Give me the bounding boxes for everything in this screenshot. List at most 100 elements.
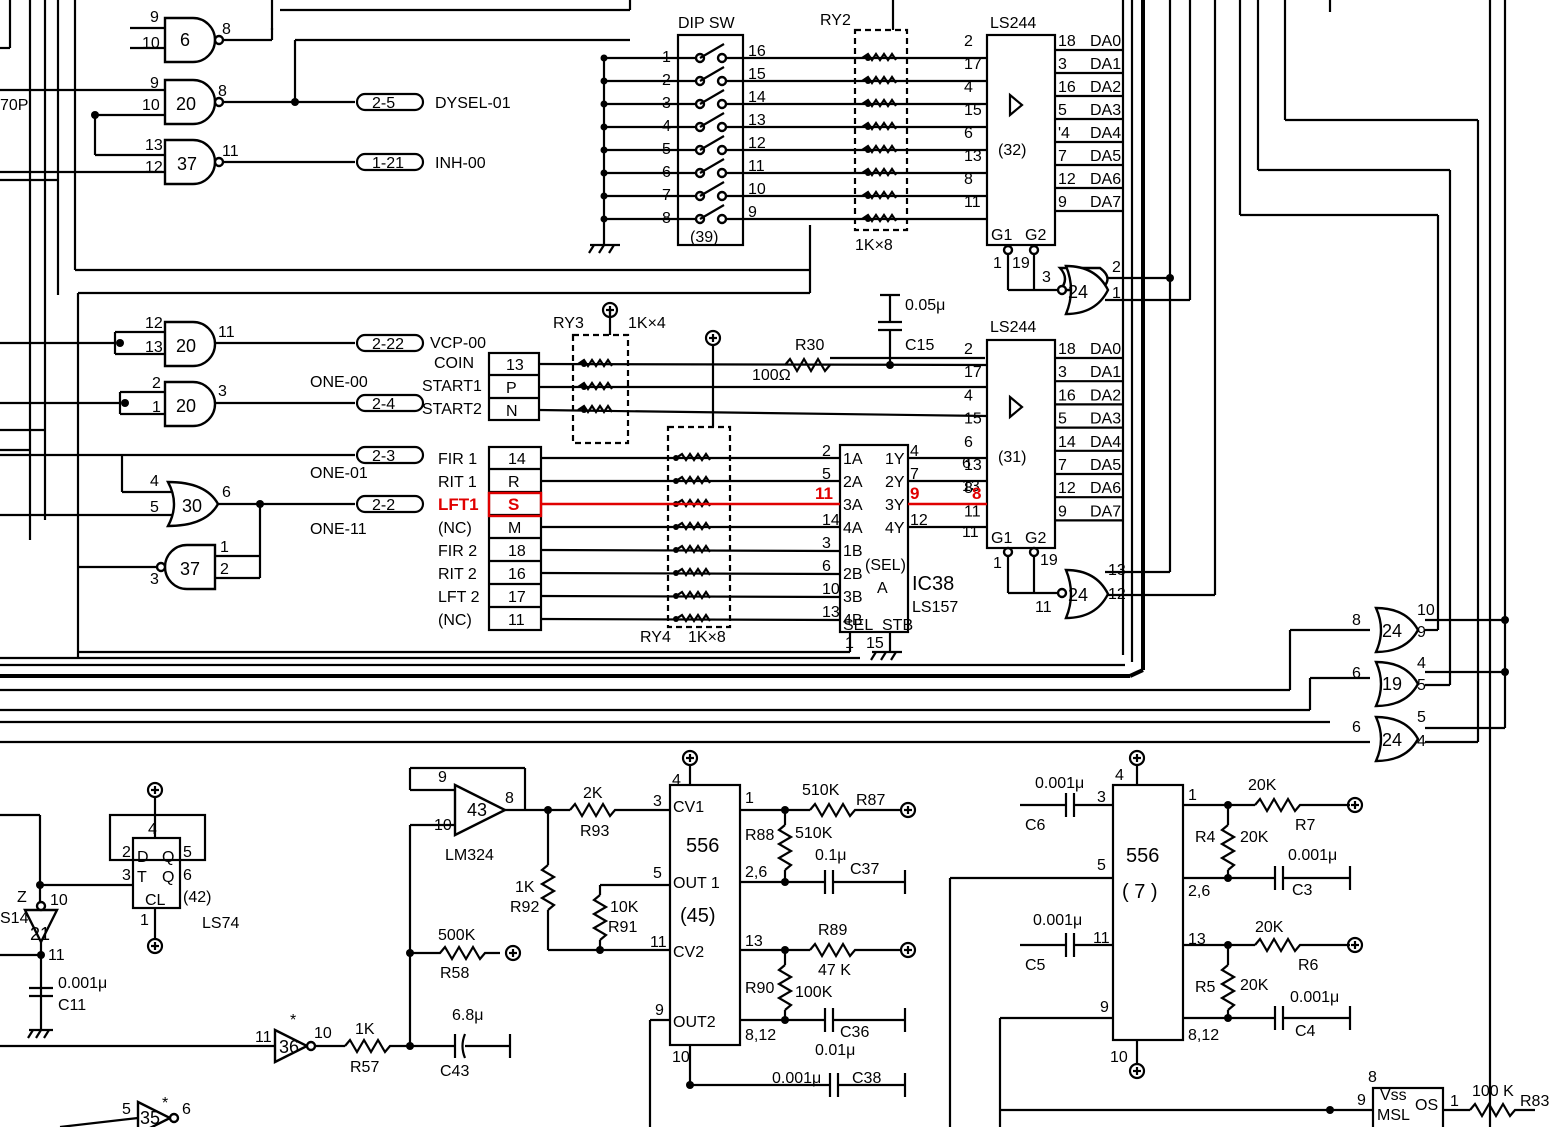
svg-text:9: 9 — [150, 75, 159, 92]
ls244-in-pin: 11 — [964, 503, 981, 520]
svg-text:G1: G1 — [991, 227, 1012, 244]
svg-text:R57: R57 — [350, 1059, 379, 1076]
svg-text:0.001μ: 0.001μ — [772, 1070, 821, 1087]
resistor-array-ry4: RY4 1K×8 — [640, 329, 732, 646]
svg-text:4: 4 — [1115, 767, 1124, 784]
svg-text:OUT 1: OUT 1 — [673, 875, 720, 892]
svg-text:C38: C38 — [852, 1070, 881, 1087]
dip-pin-left: 5 — [662, 141, 671, 158]
input-pin: R — [508, 474, 520, 491]
svg-text:100K: 100K — [795, 984, 833, 1001]
svg-text:20K: 20K — [1240, 829, 1269, 846]
gate-24-a: 24 2 1 3 — [1042, 259, 1121, 316]
inverter-36: 36 11 10 * — [0, 1012, 345, 1064]
svg-text:15: 15 — [866, 635, 884, 652]
ls244-bus-pin: 13 — [962, 478, 980, 495]
ls157-label: 4B — [843, 612, 863, 629]
svg-text:R58: R58 — [440, 965, 469, 982]
svg-text:(31): (31) — [998, 449, 1026, 466]
svg-text:13: 13 — [745, 933, 763, 950]
ls244-data-label: DA3 — [1090, 411, 1121, 428]
svg-text:*: * — [162, 1095, 168, 1112]
svg-text:47 K: 47 K — [818, 962, 851, 979]
input-pin: P — [506, 380, 517, 397]
timer-556-7: 556 ( 7 ) 4 3 5 11 9 10 1 2,6 13 8,12 0.… — [948, 749, 1219, 1127]
connector-inh: 1-21 INH-00 — [355, 152, 486, 172]
svg-text:0.001μ: 0.001μ — [1035, 775, 1084, 792]
svg-text:1: 1 — [993, 555, 1002, 572]
svg-text:1K×4: 1K×4 — [628, 315, 666, 332]
svg-text:0.1μ: 0.1μ — [815, 847, 846, 864]
svg-text:9: 9 — [150, 9, 159, 26]
ry4-resistor — [675, 475, 711, 485]
svg-text:LS244: LS244 — [990, 15, 1036, 32]
resistor-r93: 2K R93 — [569, 785, 670, 840]
svg-text:2-3: 2-3 — [372, 448, 395, 465]
svg-text:R5: R5 — [1195, 979, 1216, 996]
svg-text:OUT2: OUT2 — [673, 1014, 716, 1031]
ls157-pin: 6 — [822, 558, 831, 575]
svg-text:9: 9 — [910, 484, 919, 503]
ls244-data-label: DA6 — [1090, 480, 1121, 497]
ls157-label: 2A — [843, 474, 863, 491]
ls244-data-label: DA2 — [1090, 79, 1121, 96]
svg-text:C5: C5 — [1025, 957, 1046, 974]
gate-24-d: 24 5 4 6 — [1352, 709, 1426, 763]
ry4-resistor — [675, 567, 711, 577]
ls157-label: 2B — [843, 566, 863, 583]
svg-text:37: 37 — [177, 154, 197, 174]
input-trace — [540, 571, 841, 576]
ls244-data-label: DA4 — [1090, 434, 1121, 451]
ls244-in-pin: 13 — [964, 148, 982, 165]
svg-text:37: 37 — [180, 559, 200, 579]
svg-text:4: 4 — [672, 772, 681, 789]
svg-text:(39): (39) — [690, 229, 718, 246]
ls244-out-pin: 7 — [1058, 457, 1067, 474]
svg-text:2: 2 — [220, 561, 229, 578]
dip-pin-right: 10 — [748, 181, 766, 198]
resistor-r58: 500K R58 — [410, 927, 522, 982]
svg-text:2,6: 2,6 — [1188, 883, 1210, 900]
ls244-out-pin: 14 — [1058, 434, 1076, 451]
svg-text:20: 20 — [176, 336, 196, 356]
svg-text:IC38: IC38 — [912, 573, 954, 595]
svg-text:8: 8 — [218, 83, 227, 100]
ls157-pin: 2 — [822, 443, 831, 460]
ls244-out-pin: 16 — [1058, 387, 1076, 404]
svg-text:8: 8 — [222, 21, 231, 38]
svg-text:1K×8: 1K×8 — [855, 237, 893, 254]
svg-text:500K: 500K — [438, 927, 476, 944]
dip-contact — [716, 121, 728, 133]
svg-text:2: 2 — [152, 375, 161, 392]
svg-text:R30: R30 — [795, 337, 824, 354]
svg-text:2: 2 — [122, 844, 131, 861]
svg-text:8: 8 — [505, 790, 514, 807]
connector-vcp: 2-22 VCP-00 — [355, 333, 486, 353]
svg-text:(45): (45) — [680, 905, 716, 927]
svg-text:3: 3 — [218, 383, 227, 400]
svg-text:10: 10 — [142, 35, 160, 52]
input-label: RIT 1 — [438, 474, 477, 491]
svg-text:T: T — [137, 869, 147, 886]
svg-text:10: 10 — [50, 892, 68, 909]
right-traces — [0, 0, 1509, 1127]
ls244-out-pin: 5 — [1058, 102, 1067, 119]
dip-pin-left: 6 — [662, 164, 671, 181]
input-pin: 18 — [508, 543, 526, 560]
svg-text:11: 11 — [1093, 930, 1110, 947]
svg-text:CV1: CV1 — [673, 799, 704, 816]
input-pin: 16 — [508, 566, 526, 583]
ls157-pin: 3 — [822, 535, 831, 552]
ls74: 2 D 3 T Q Q 5 6 4 CL 1 (42) LS74 — [40, 781, 239, 955]
svg-text:STB: STB — [882, 617, 913, 634]
svg-text:SEL: SEL — [843, 617, 873, 634]
svg-text:30: 30 — [182, 496, 202, 516]
svg-text:8: 8 — [1368, 1069, 1377, 1086]
input-trace — [540, 594, 841, 599]
svg-text:2-22: 2-22 — [372, 336, 404, 353]
dip-pin-left: 2 — [662, 72, 671, 89]
input-label: LFT 2 — [438, 589, 480, 606]
ls157-out-pin: 12 — [910, 512, 928, 529]
svg-text:ONE-11: ONE-11 — [310, 521, 367, 538]
